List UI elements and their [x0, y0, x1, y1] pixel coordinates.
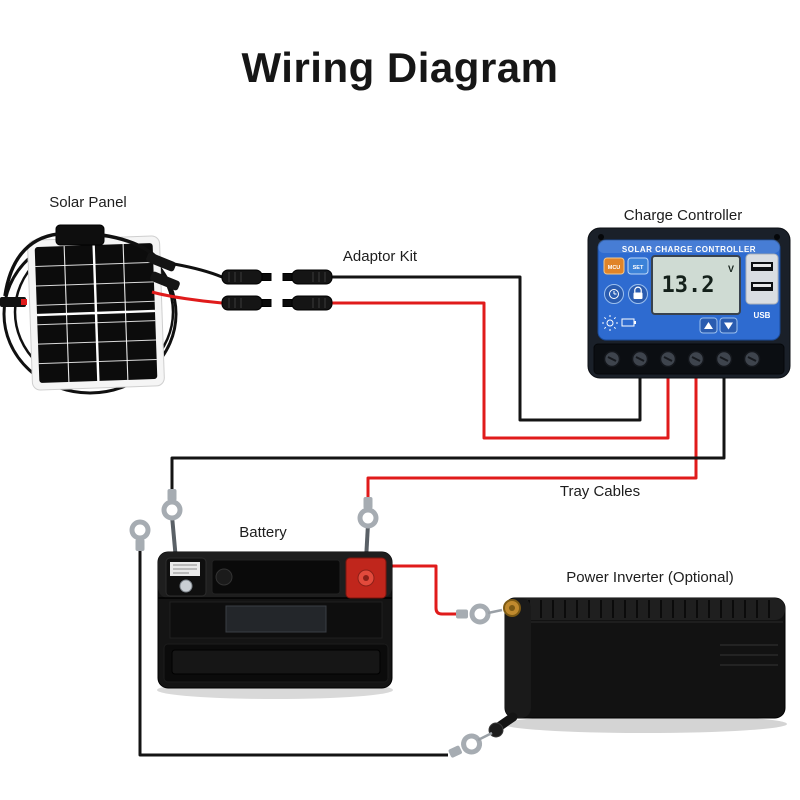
battery — [157, 551, 393, 699]
tray-positive-wire — [366, 350, 698, 500]
battery-cap-knob — [215, 568, 233, 586]
panel-body — [27, 235, 165, 391]
mounting-hole — [774, 234, 780, 240]
usb-panel — [745, 253, 779, 305]
lcd-value: 13.2 — [662, 273, 715, 298]
battery-icon — [621, 318, 636, 327]
label-power-inverter: Power Inverter (Optional) — [566, 569, 734, 586]
controller-header: SOLAR CHARGE CONTROLLER — [622, 245, 756, 254]
set-button-label: SET — [633, 265, 644, 271]
label-battery: Battery — [239, 524, 287, 541]
solar-negative-wire — [332, 275, 642, 422]
clock-icon — [609, 289, 619, 299]
mcu-button-label: MCU — [608, 265, 621, 271]
inverter-negative-stud — [488, 722, 504, 738]
lcd-unit: V — [728, 264, 734, 274]
battery-positive-terminal-center — [363, 575, 369, 581]
mc4-connector-left-tip — [21, 299, 27, 305]
usb-port-tongue — [753, 264, 771, 267]
battery-center-recess — [211, 559, 341, 595]
sun-icon — [602, 315, 618, 331]
mc4-connector-top — [146, 252, 176, 272]
ring-terminal-inverter-negative — [448, 731, 493, 758]
adaptor-connector-pin — [282, 299, 293, 307]
ring-terminal-battery-positive — [357, 497, 379, 529]
junction-box — [55, 224, 105, 246]
adaptor-connector-pin — [282, 273, 293, 281]
inverter-fin-strip — [505, 598, 785, 620]
charge-controller: SOLAR CHARGE CONTROLLER MCU SET — [587, 227, 791, 379]
junction-cable-left — [3, 232, 59, 297]
panel-positive-lead — [151, 290, 223, 305]
label-charge-controller: Charge Controller — [623, 207, 743, 224]
wires — [138, 275, 726, 757]
inverter-end-cap — [505, 598, 531, 718]
ring-terminal-inverter-positive — [456, 603, 503, 625]
label-tray-cables: Tray Cables — [559, 483, 641, 500]
adaptor-ribs — [228, 272, 326, 308]
busbar-cross — [36, 244, 156, 382]
battery-label-window — [225, 605, 327, 633]
lcd-display — [651, 255, 741, 315]
adaptor-connector — [291, 295, 333, 311]
inverter-positive-stud-center — [509, 605, 515, 611]
label-adaptor-kit: Adaptor Kit — [342, 248, 418, 265]
down-arrow-icon — [724, 322, 733, 330]
inverter-negative-wire — [138, 549, 448, 757]
tray-negative-wire — [170, 350, 726, 492]
page-title: Wiring Diagram — [241, 44, 559, 91]
ring-terminals — [129, 489, 503, 758]
adaptor-connector-pin — [261, 273, 272, 281]
ring-terminal-battery-negative — [161, 489, 183, 521]
usb-port-tongue — [753, 284, 771, 287]
mcu-button — [603, 257, 625, 275]
up-arrow-icon — [704, 322, 713, 329]
solar-panel — [0, 224, 223, 395]
solar-positive-wire — [332, 301, 670, 440]
battery-sticker-lines — [173, 564, 197, 574]
controller-face-highlight — [598, 240, 780, 253]
battery-negative-terminal — [179, 579, 193, 593]
set-button — [627, 257, 649, 275]
label-solar-panel: Solar Panel — [49, 194, 127, 211]
inverter-vents — [720, 644, 778, 666]
ring-terminal-ground — [129, 519, 151, 551]
battery-to-inverter-positive-wire — [384, 564, 458, 616]
adaptor-connector-pin — [261, 299, 272, 307]
adaptor-connector — [221, 295, 263, 311]
adaptor-connector — [291, 269, 333, 285]
lock-icon — [633, 286, 643, 299]
mc4-connector-left — [0, 297, 26, 307]
mounting-hole — [598, 234, 604, 240]
usb-label: USB — [754, 311, 771, 320]
inverter-negative-bracket — [495, 712, 518, 731]
battery-tray-lip — [171, 649, 381, 675]
power-inverter — [488, 597, 787, 738]
adaptor-kit — [221, 269, 333, 311]
screw-slots — [607, 356, 757, 362]
panel-negative-lead — [173, 262, 223, 279]
mc4-connector-bottom — [150, 271, 180, 291]
adaptor-connector — [221, 269, 263, 285]
inverter-shadow — [503, 715, 787, 733]
